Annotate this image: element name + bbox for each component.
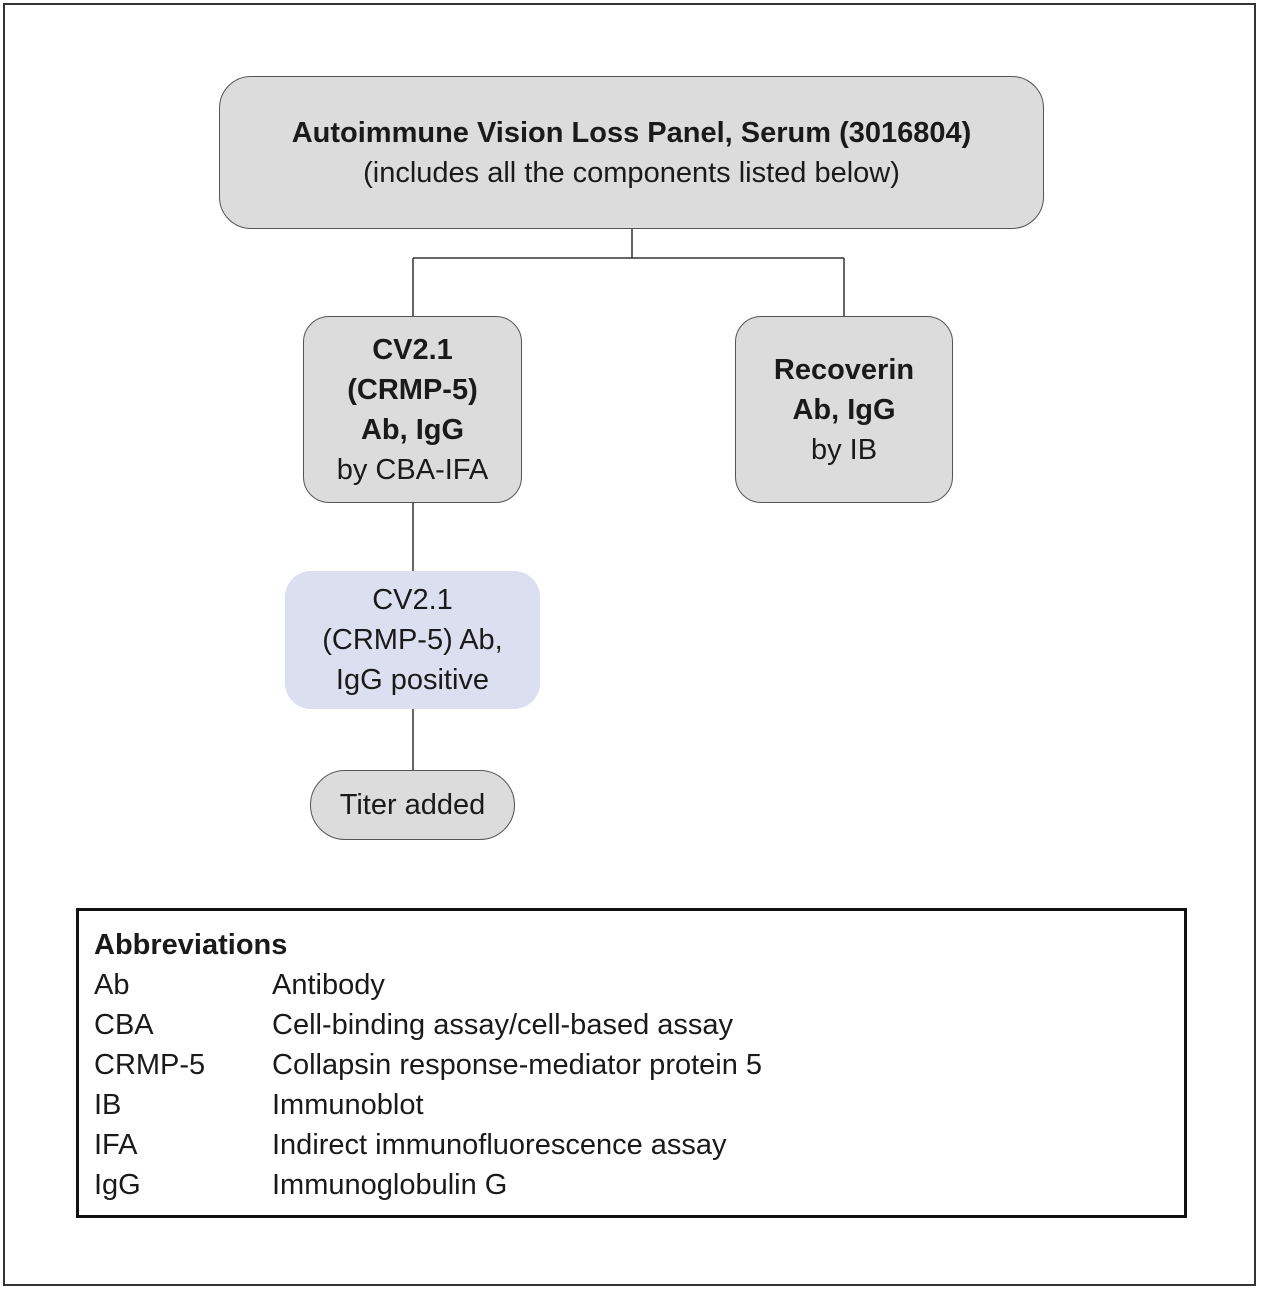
panel-subtitle: (includes all the components listed belo… xyxy=(363,156,900,189)
legend-abbr: CRMP-5 xyxy=(94,1049,206,1081)
legend-abbr: IB xyxy=(94,1089,122,1121)
legend-abbr: CBA xyxy=(94,1009,154,1041)
positive-line-3: IgG positive xyxy=(335,664,490,696)
legend-abbr: Ab xyxy=(94,969,130,1001)
legend-definition: Immunoglobulin G xyxy=(272,1169,508,1201)
legend-definition: Cell-binding assay/cell-based assay xyxy=(272,1009,734,1041)
legend-row: CRMP-5 Collapsin response-mediator prote… xyxy=(94,1045,1184,1085)
cv2-positive-node: CV2.1 (CRMP-5) Ab, IgG positive xyxy=(285,571,540,709)
positive-line-1: CV2.1 xyxy=(372,584,453,616)
panel-root-node: Autoimmune Vision Loss Panel, Serum (301… xyxy=(219,76,1044,229)
diagram-frame xyxy=(3,3,1256,1286)
cv2-test-node: CV2.1 (CRMP-5) Ab, IgG by CBA-IFA xyxy=(303,316,522,503)
legend-row: Ab Antibody xyxy=(94,965,1184,1005)
legend-definition: Collapsin response-mediator protein 5 xyxy=(272,1049,763,1081)
recoverin-method: by IB xyxy=(810,433,878,466)
titer-label: Titer added xyxy=(339,789,486,821)
recoverin-line-2: Ab, IgG xyxy=(792,393,896,426)
abbreviations-legend: Abbreviations Ab Antibody CBA Cell-bindi… xyxy=(76,908,1187,1218)
legend-row: CBA Cell-binding assay/cell-based assay xyxy=(94,1005,1184,1045)
legend-definition: Immunoblot xyxy=(272,1089,424,1121)
legend-abbr: IgG xyxy=(94,1169,141,1201)
cv2-line-2: (CRMP-5) xyxy=(347,373,478,406)
legend-abbr: IFA xyxy=(94,1129,138,1161)
cv2-method: by CBA-IFA xyxy=(336,453,489,486)
legend-row: IgG Immunoglobulin G xyxy=(94,1165,1184,1205)
cv2-line-1: CV2.1 xyxy=(372,333,453,366)
recoverin-line-1: Recoverin xyxy=(773,353,915,386)
recoverin-test-node: Recoverin Ab, IgG by IB xyxy=(735,316,953,503)
legend-definition: Indirect immunofluorescence assay xyxy=(272,1129,727,1161)
panel-title: Autoimmune Vision Loss Panel, Serum (301… xyxy=(291,116,972,149)
titer-added-node: Titer added xyxy=(310,770,515,840)
legend-row: IB Immunoblot xyxy=(94,1085,1184,1125)
legend-definition: Antibody xyxy=(272,969,385,1001)
legend-row: IFA Indirect immunofluorescence assay xyxy=(94,1125,1184,1165)
legend-title: Abbreviations xyxy=(94,929,288,961)
positive-line-2: (CRMP-5) Ab, xyxy=(322,624,503,656)
cv2-line-3: Ab, IgG xyxy=(360,413,465,446)
